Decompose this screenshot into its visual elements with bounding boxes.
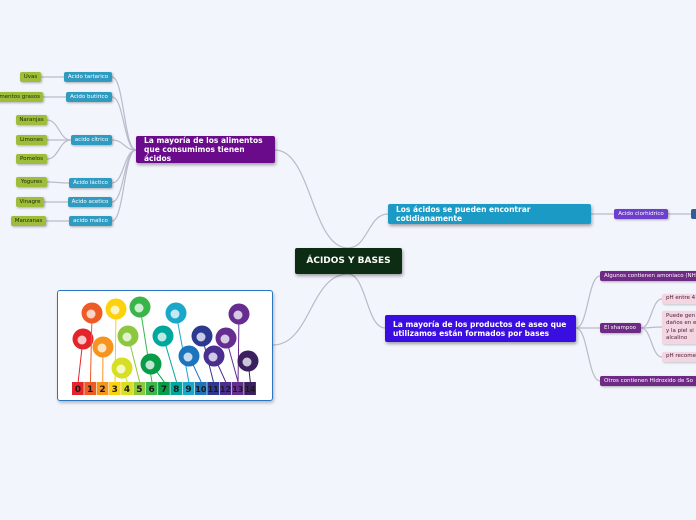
link-root-image [272,273,349,346]
ph-label-3: 3 [112,385,118,395]
food-yogures[interactable]: Yogures [16,177,47,187]
link-malico [111,149,137,222]
ph-item-icon [228,303,250,383]
ph-box-11 [207,382,219,395]
root-node[interactable]: ÁCIDOS Y BASES [295,248,402,274]
ph-label-10: 10 [195,385,207,394]
link-ph-rango [640,298,663,329]
ph-label-12: 12 [220,385,231,394]
acid-clorhidrico[interactable]: Acido clorhidrico [614,209,668,219]
branch-alimentos[interactable]: La mayoría de los alimentos que consumim… [136,136,275,163]
ph-item-icon [152,325,178,383]
ph-box-14 [244,382,256,395]
ph-item-icon [191,325,214,383]
link-hidroxido [575,327,601,382]
link-naranjas [46,119,72,141]
ph-box-8 [170,382,183,395]
ph-box-1 [84,382,96,395]
ph-box-0 [72,382,84,395]
link-root-aseo [347,273,386,329]
ph-item-icon [203,345,227,383]
branch-aseo[interactable]: La mayoría de los productos de aseo que … [385,315,576,342]
link-tartarico [111,76,137,151]
ph-item-icon [111,357,133,383]
food-naranjas[interactable]: Naranjas [16,115,47,125]
ph-icons-group [72,296,259,383]
ph-label-2: 2 [99,385,105,395]
branch-cotidiano[interactable]: Los ácidos se pueden encontrar cotidiana… [388,204,591,224]
ph-label-14: 14 [244,385,256,394]
ph-item-icon [140,353,165,383]
link-root-cotidiano [347,213,389,249]
ph-box-5 [133,382,146,395]
ph-label-9: 9 [185,385,191,395]
offscreen-node-stub[interactable] [691,209,696,219]
food-alimentos-grasos[interactable]: mentos grasos [0,92,43,102]
ph-label-1: 1 [87,385,93,395]
acid-citrico[interactable]: acido cítrico [71,135,112,145]
acid-acetico[interactable]: Acido acetico [68,197,112,207]
ph-box-3 [108,382,121,395]
link-acetico [111,149,137,203]
ph-box-7 [158,382,170,395]
ph-box-2 [96,382,109,395]
aseo-shampoo[interactable]: El shampoo [600,323,641,333]
shampoo-danos[interactable]: Puede gen daños en e y la piel si alcali… [662,311,696,344]
link-citrico [111,139,137,151]
ph-item-icon [105,298,127,383]
ph-label-13: 13 [232,385,243,394]
food-manzanas[interactable]: Manzanas [11,216,46,226]
link-amoniaco [575,275,601,329]
link-pomelos [46,139,72,160]
ph-item-icon [92,336,114,383]
ph-item-icon [81,302,103,383]
food-limones[interactable]: Limones [16,135,47,145]
ph-label-7: 7 [161,385,167,395]
acid-lactico[interactable]: Ácido láctico [69,178,112,188]
ph-item-icon [178,345,202,383]
acid-butirico[interactable]: Acido butírico [66,92,112,102]
food-vinagre[interactable]: Vinagre [16,197,44,207]
ph-item-icon [117,325,141,383]
ph-label-6: 6 [149,385,155,395]
aseo-hidroxido[interactable]: Otros contienen Hidroxido de So [600,376,696,386]
food-uvas[interactable]: Uvas [20,72,41,82]
ph-label-11: 11 [208,385,220,394]
ph-item-icon [237,350,259,383]
ph-item-icon [215,327,239,383]
link-yogures [46,181,70,184]
ph-box-4 [121,382,133,395]
ph-box-10 [195,382,207,395]
ph-box-9 [182,382,195,395]
ph-box-12 [219,382,232,395]
food-pomelos[interactable]: Pomelos [16,154,47,164]
acid-malico[interactable]: acido malico [69,216,112,226]
ph-box-13 [231,382,244,395]
link-ph-rec [640,327,663,358]
link-butirico [111,96,137,151]
ph-box-6 [145,382,158,395]
ph-item-icon [165,302,190,383]
shampoo-ph-rango[interactable]: pH entre 4 [662,294,696,304]
ph-label-5: 5 [136,385,142,395]
aseo-amoniaco[interactable]: Algunos contienen amoniaco (NH [600,271,696,281]
shampoo-ph-recomendado[interactable]: pH recome [662,352,696,362]
acid-tartarico[interactable]: Acido tartarico [64,72,112,82]
link-root-alimentos [274,149,349,249]
ph-label-4: 4 [124,385,130,395]
ph-label-0: 0 [75,385,81,395]
ph-item-icon [72,328,94,383]
ph-label-8: 8 [173,385,179,395]
